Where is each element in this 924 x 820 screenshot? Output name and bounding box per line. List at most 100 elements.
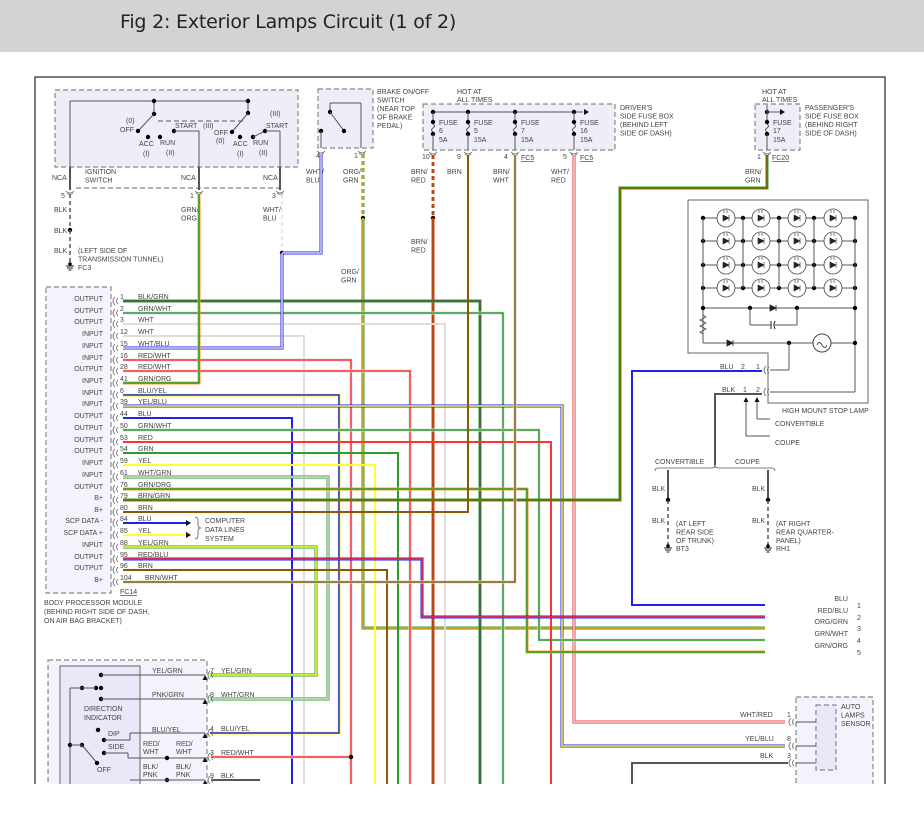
bpm-pin-function: INPUT bbox=[82, 472, 104, 479]
ground-location: PANEL) bbox=[776, 538, 801, 545]
wire-label: RED/ bbox=[176, 741, 193, 748]
ignition-start-blade bbox=[252, 130, 266, 138]
arrow-icon bbox=[202, 757, 208, 762]
bpm-pin-function: SCP DATA - bbox=[65, 518, 103, 525]
wire-wht-blu-brake bbox=[282, 154, 323, 255]
bus-arrow-icon bbox=[780, 109, 785, 115]
ignition-position-label: OFF bbox=[214, 130, 228, 137]
auto-lamps-sensor-name: SENSOR bbox=[841, 721, 871, 728]
connector-pin-icon bbox=[763, 365, 770, 375]
led-symbol bbox=[757, 233, 765, 245]
ignition-position-label: (II) bbox=[259, 150, 268, 157]
wire-core bbox=[282, 154, 322, 254]
fuse-rating: 15A bbox=[474, 137, 487, 144]
drivers-fuse-box-name: DRIVER'S bbox=[620, 105, 653, 112]
wire-label: PNK bbox=[176, 772, 191, 779]
pin-number: 1 bbox=[743, 387, 747, 394]
wire-core bbox=[123, 370, 411, 784]
pin-number: 85 bbox=[120, 528, 128, 535]
wire-label: BLK bbox=[54, 207, 68, 214]
led-icon bbox=[751, 208, 771, 228]
led-symbol bbox=[829, 280, 837, 292]
pin-number: 61 bbox=[120, 470, 128, 477]
fuse-number: 5 bbox=[474, 128, 478, 135]
splice-dot bbox=[151, 98, 157, 104]
wire-label: GRN/ORG bbox=[138, 482, 171, 489]
wire-wht-red bbox=[572, 155, 785, 724]
bpm-name: BODY PROCESSOR MODULE bbox=[44, 600, 143, 607]
bulb-filament bbox=[816, 342, 828, 348]
connector-pin-icon bbox=[112, 448, 119, 458]
fuse-label: FUSE bbox=[580, 120, 599, 127]
bpm-pin-function: INPUT bbox=[82, 378, 104, 385]
wire-label: BRN/ bbox=[493, 169, 510, 176]
pin-number: 8 bbox=[210, 692, 214, 699]
led-icon bbox=[751, 255, 771, 275]
splice-dot bbox=[145, 134, 151, 140]
wire-core bbox=[123, 194, 200, 384]
continuation-number: 5 bbox=[857, 650, 861, 657]
connector-pin-icon bbox=[112, 577, 119, 587]
diagram-frame bbox=[34, 76, 886, 784]
connector-pin-icon bbox=[65, 190, 75, 195]
wire-core bbox=[573, 155, 785, 723]
pin-number: 3 bbox=[787, 753, 791, 760]
ignition-position-label: (III) bbox=[270, 111, 281, 118]
ground-icon bbox=[764, 544, 772, 553]
fuse-rating: 5A bbox=[439, 137, 448, 144]
ignition-blade-right bbox=[231, 112, 249, 133]
splice-dot bbox=[95, 727, 101, 733]
wire-label: BRN/ bbox=[411, 239, 428, 246]
connector-pin-icon bbox=[112, 460, 119, 470]
passengers-fuse-box-name: SIDE OF DASH) bbox=[805, 131, 857, 138]
wire-label: YEL bbox=[138, 528, 151, 535]
diode-icon bbox=[726, 339, 734, 347]
pin-number: 53 bbox=[120, 435, 128, 442]
connector-pin-icon bbox=[207, 694, 214, 704]
connector-pin-icon bbox=[112, 355, 119, 365]
splice-dot bbox=[430, 119, 436, 125]
pin-number: 5 bbox=[61, 193, 65, 200]
pin-number: 1 bbox=[756, 364, 760, 371]
wire-label: BLK bbox=[722, 387, 736, 394]
wire-bpm-12 bbox=[123, 335, 305, 784]
ignition-position-label: ACC bbox=[233, 141, 248, 148]
passengers-fuse-box-name: SIDE FUSE BOX bbox=[805, 114, 859, 121]
pin-number: 3 bbox=[272, 193, 276, 200]
fuse-label: FUSE bbox=[773, 120, 792, 127]
led-icon bbox=[716, 255, 736, 275]
pin-number: 104 bbox=[120, 575, 132, 582]
bus-arrow-icon bbox=[584, 109, 589, 115]
wire-label: BLU bbox=[263, 216, 277, 223]
ground-location: (AT RIGHT bbox=[776, 521, 811, 528]
brace-icon bbox=[194, 516, 202, 540]
fuse-rating: 15A bbox=[773, 137, 786, 144]
splice-dot bbox=[157, 134, 163, 140]
splice-dot bbox=[571, 119, 577, 125]
connector-pin-icon bbox=[510, 151, 520, 156]
wire-label: BLU bbox=[306, 178, 320, 185]
ground-id: BT3 bbox=[676, 546, 689, 553]
wire-label: WHT bbox=[176, 749, 193, 756]
stop-lamp-outline bbox=[687, 199, 869, 404]
connector-pin-icon bbox=[112, 554, 119, 564]
pin-number: 1 bbox=[354, 153, 358, 160]
wire-label: BLU/YEL bbox=[152, 727, 181, 734]
ground-location: TRANSMISSION TUNNEL) bbox=[78, 257, 163, 264]
wire-label: BLK bbox=[54, 248, 68, 255]
wire-label: BRN/WHT bbox=[145, 575, 178, 582]
pin-number: 9 bbox=[457, 154, 461, 161]
fuse-icon bbox=[466, 123, 470, 133]
pin-number: 16 bbox=[120, 353, 128, 360]
wire-core bbox=[123, 558, 765, 618]
connector-id: FC5 bbox=[521, 155, 534, 162]
wire-label: WHT bbox=[138, 329, 155, 336]
bpm-pin-function: INPUT bbox=[82, 331, 104, 338]
